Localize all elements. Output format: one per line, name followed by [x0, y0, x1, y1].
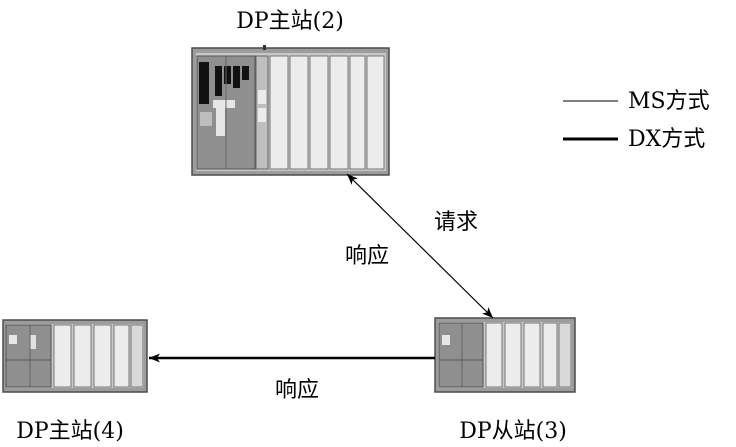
plc-rack-master-2 [191, 45, 390, 176]
dp-master-2: DP主站(2) [191, 9, 390, 176]
legend-item-dx: DX方式 [563, 127, 705, 152]
dp-master-2-label: DP主站(2) [236, 9, 344, 34]
plc-rack-master-4 [2, 319, 148, 393]
ms-link: 请求 响应 [345, 173, 494, 319]
legend-dx-label: DX方式 [628, 127, 705, 152]
dp-slave-3: DP从站(3) [434, 317, 576, 444]
legend-item-ms: MS方式 [563, 89, 710, 114]
response-label-lower: 响应 [275, 378, 319, 403]
legend: MS方式 DX方式 [563, 89, 710, 152]
legend-ms-label: MS方式 [628, 89, 710, 114]
dp-master-4: DP主站(4) [2, 319, 148, 444]
dx-link: 响应 [149, 353, 435, 403]
ms-request-response-arrow [346, 173, 494, 319]
response-label-upper: 响应 [345, 244, 389, 269]
dp-slave-3-label: DP从站(3) [459, 419, 567, 444]
plc-rack-slave-3 [434, 317, 576, 393]
request-label: 请求 [434, 210, 478, 235]
dp-master-4-label: DP主站(4) [16, 419, 124, 444]
